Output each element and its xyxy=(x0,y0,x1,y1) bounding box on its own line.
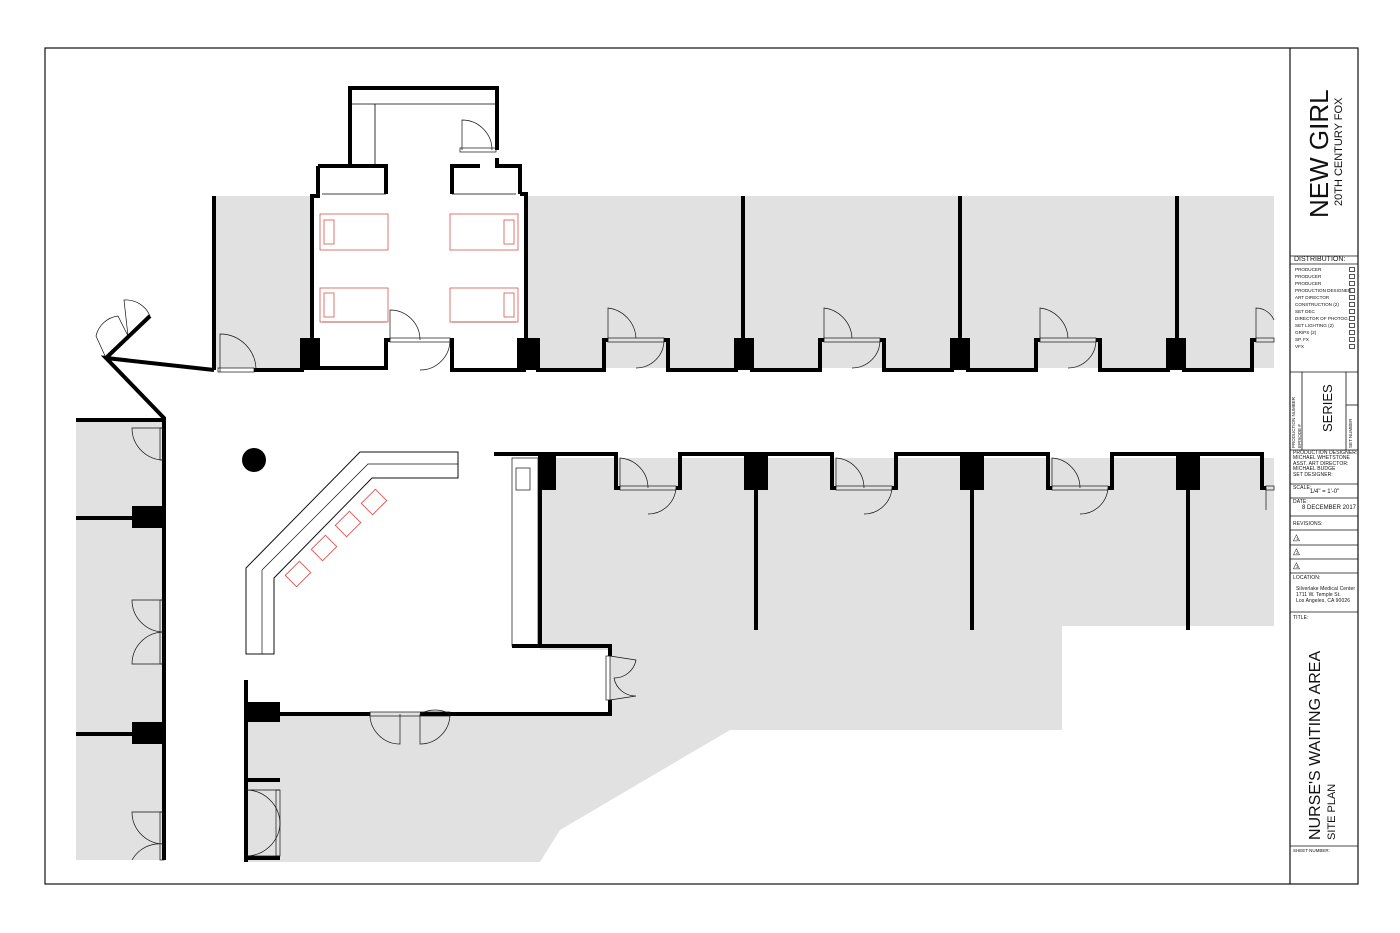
distribution-item: CONSTRUCTION (2) xyxy=(1295,302,1339,307)
sheet-border xyxy=(44,47,1359,885)
sheet-subtitle: SITE PLAN xyxy=(1326,783,1338,840)
distribution-item: SP. FX xyxy=(1295,337,1309,342)
revision-triangle-icon: △ xyxy=(1293,560,1300,570)
distribution-item: PRODUCER xyxy=(1295,267,1322,272)
desk-chairs xyxy=(284,488,388,588)
column-dot xyxy=(242,448,266,472)
distribution-item: PRODUCER xyxy=(1295,274,1322,279)
title-label: TITLE: xyxy=(1293,615,1309,621)
set-designer-label: SET DESIGNER: xyxy=(1293,472,1333,478)
production-number-label: PRODUCTION NUMBER xyxy=(1291,396,1296,448)
distribution-checkbox[interactable] xyxy=(1349,344,1355,349)
distribution-checkbox[interactable] xyxy=(1349,323,1355,328)
revision-mark: 3 xyxy=(1296,564,1299,569)
distribution-item: VFX xyxy=(1295,344,1304,349)
distribution-item: GRIPS (2) xyxy=(1295,330,1317,335)
distribution-checkbox[interactable] xyxy=(1349,316,1355,321)
nurse-station-desk xyxy=(242,448,459,655)
distribution-header: DISTRIBUTION: xyxy=(1294,256,1346,263)
distribution-checkbox[interactable] xyxy=(1349,309,1355,314)
distribution-checkbox[interactable] xyxy=(1349,267,1355,272)
revision-mark: 2 xyxy=(1296,550,1299,555)
distribution-checkbox[interactable] xyxy=(1349,302,1355,307)
revision-triangle-icon: △ xyxy=(1293,546,1300,556)
distribution-item: PRODUCER xyxy=(1295,281,1322,286)
distribution-item: DIRECTOR OF PHOTOG. xyxy=(1295,316,1349,321)
exam-room xyxy=(310,86,528,368)
distribution-item: SET LIGHTING (2) xyxy=(1295,323,1334,328)
revision-mark: 1 xyxy=(1296,536,1299,541)
exam-beds xyxy=(319,213,519,323)
production-designer-name: MICHAEL WHETSTONE xyxy=(1293,455,1350,461)
distribution-checkbox[interactable] xyxy=(1349,337,1355,342)
revisions-label: REVISIONS: xyxy=(1293,521,1323,527)
location-label: LOCATION: xyxy=(1293,575,1321,581)
distribution-item: PRODUCTION DESIGNER xyxy=(1295,288,1352,293)
scale-label: SCALE: xyxy=(1293,485,1312,491)
asst-art-director-name: MICHAEL BUDGE xyxy=(1293,466,1336,472)
episode-label: EPISODE # xyxy=(1297,424,1302,448)
bottom-door-swings xyxy=(369,457,1275,745)
distribution-checkbox[interactable] xyxy=(1349,274,1355,279)
date-label: DATE: xyxy=(1293,499,1308,505)
asst-art-director-label: ASST. ART DIRECTOR: xyxy=(1293,461,1349,467)
left-column-blocks xyxy=(132,506,280,744)
location-line: 1711 W. Temple St. xyxy=(1296,592,1341,598)
studio-name: 20TH CENTURY FOX xyxy=(1333,97,1345,206)
scale-value: 1/4" = 1'-0" xyxy=(1310,489,1340,495)
set-number-label: SET NUMBER xyxy=(1348,418,1353,448)
series-label: SERIES xyxy=(1320,384,1335,432)
sheet-title: NURSE'S WAITING AREA xyxy=(1307,650,1324,840)
date-value: 8 DECEMBER 2017 xyxy=(1302,505,1357,511)
distribution-item: ART DIRECTOR xyxy=(1295,295,1330,300)
distribution-checkbox[interactable] xyxy=(1349,281,1355,286)
location-line: Silverlake Medical Center xyxy=(1296,586,1356,592)
floor-plan xyxy=(76,86,1275,862)
bottom-column-blocks xyxy=(538,452,1198,488)
production-designer-label: PRODUCTION DESIGNER: xyxy=(1293,450,1358,456)
location-line: Los Angeles, CA 90026 xyxy=(1296,598,1351,604)
top-column-blocks xyxy=(302,338,1185,370)
room-fills xyxy=(76,196,1274,862)
top-door-swings xyxy=(217,119,1275,373)
left-door-swings xyxy=(95,299,281,861)
distribution-checkbox[interactable] xyxy=(1349,295,1355,300)
show-title: NEW GIRL xyxy=(1304,89,1334,218)
distribution-checkbox[interactable] xyxy=(1349,330,1355,335)
distribution-item: SET DEC xyxy=(1295,309,1315,314)
title-block-grid xyxy=(1290,255,1358,847)
distribution-checkbox[interactable] xyxy=(1349,288,1355,293)
revision-triangle-icon: △ xyxy=(1293,532,1300,542)
sheet-number-label: SHEET NUMBER: xyxy=(1293,848,1330,853)
